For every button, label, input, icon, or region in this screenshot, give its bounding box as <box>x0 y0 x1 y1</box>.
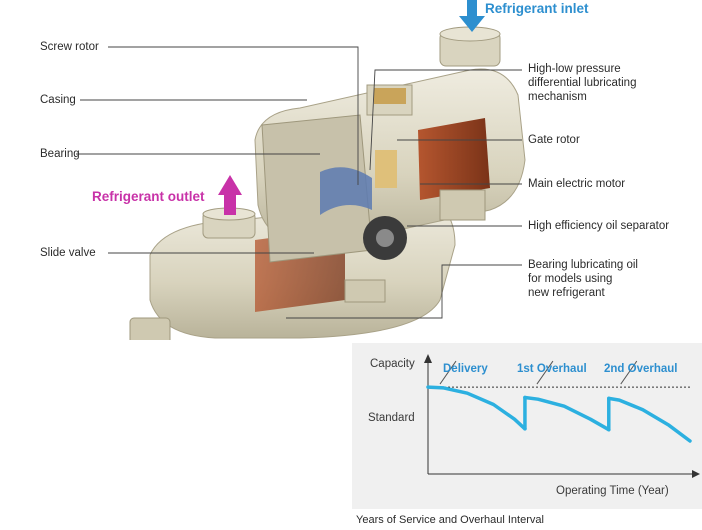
leader-lines <box>76 46 522 319</box>
mount-foot <box>439 189 486 221</box>
event-marker-1 <box>536 360 554 385</box>
callout-slide-valve: Slide valve <box>40 247 96 259</box>
callout-bearing-oil: Bearing lubricating oil for models using… <box>528 259 638 299</box>
refrigerant-outlet-label: Refrigerant outlet <box>92 189 205 204</box>
x-axis-arrow <box>692 470 700 478</box>
event-marker-0 <box>439 360 457 385</box>
event-label-1st-overhaul: 1st Overhaul <box>517 363 587 375</box>
capacity-chart: Capacity Standard Operating Time (Year) … <box>352 343 702 509</box>
chart-svg <box>424 354 700 478</box>
inlet-arrow-icon <box>467 0 477 16</box>
reference-label: Standard <box>368 412 415 424</box>
capacity-curve-1 <box>523 395 611 432</box>
callout-screw-rotor: Screw rotor <box>40 41 99 53</box>
callout-oil-separator: High efficiency oil separator <box>528 220 670 232</box>
compressor-illustration <box>76 0 526 340</box>
x-axis-label: Operating Time (Year) <box>556 485 669 497</box>
chart-caption: Years of Service and Overhaul Interval <box>356 514 544 526</box>
callout-gate-rotor: Gate rotor <box>528 134 580 146</box>
lubrication-valve <box>374 88 406 104</box>
event-label-delivery: Delivery <box>443 363 488 375</box>
y-axis-label: Capacity <box>370 358 415 370</box>
gate-rotor-bearing <box>375 150 397 188</box>
callout-lubricating-mechanism: High-low pressure differential lubricati… <box>528 63 637 103</box>
callout-main-motor: Main electric motor <box>528 178 626 190</box>
callout-casing: Casing <box>40 94 76 106</box>
capacity-curve-0 <box>426 385 527 431</box>
event-label-2nd-overhaul: 2nd Overhaul <box>604 363 678 375</box>
outlet-arrow-icon <box>218 175 242 195</box>
motor-cutaway <box>418 118 490 200</box>
end-flange <box>129 317 171 340</box>
screw-rotor-shape <box>320 167 372 215</box>
capacity-curve-2 <box>607 396 692 443</box>
y-axis-arrow <box>424 354 432 363</box>
refrigerant-inlet-label: Refrigerant inlet <box>485 1 589 16</box>
callout-bearing: Bearing <box>40 148 80 160</box>
event-marker-2 <box>620 360 638 385</box>
